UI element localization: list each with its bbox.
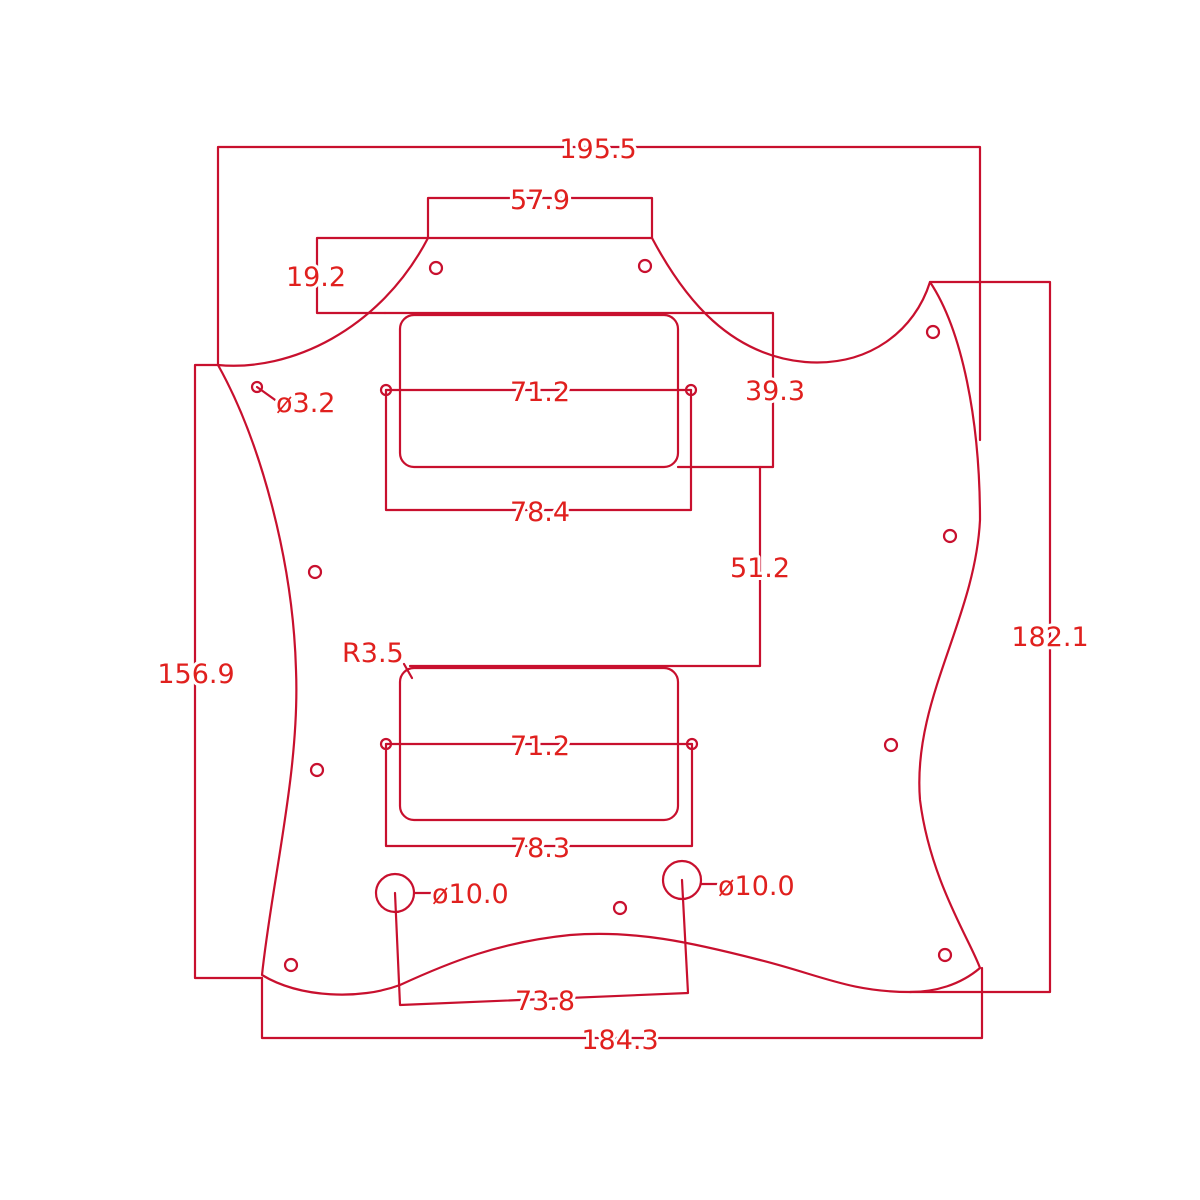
label-left-height: 156.9 — [157, 659, 234, 690]
screw-hole — [612, 900, 628, 916]
label-top-width: 57.9 — [510, 185, 570, 216]
dim-line-neck-width — [384, 388, 693, 512]
label-bridge-screw-spacing: 71.2 — [510, 731, 570, 762]
dim-line-neck-depth — [383, 311, 775, 469]
label-top-height: 19.2 — [286, 262, 346, 293]
label-pickup-spacing: 51.2 — [730, 553, 790, 584]
screw-hole — [637, 258, 653, 274]
screw-hole — [428, 260, 444, 276]
label-right-knob-diameter: ø10.0 — [718, 871, 795, 902]
label-knob-spacing: 73.8 — [515, 986, 575, 1017]
label-neck-screw-spacing: 71.2 — [510, 377, 570, 408]
dim-line-bridge-width — [384, 742, 694, 848]
label-corner-radius: R3.5 — [342, 638, 404, 669]
dim-line-right-height — [908, 280, 1052, 994]
dim-line-left-height — [193, 363, 264, 980]
dim-line-knob-spacing — [393, 878, 690, 1007]
dim-line-overall-width — [216, 145, 982, 442]
pickguard-outline — [216, 236, 982, 996]
screw-hole — [307, 564, 323, 580]
label-right-height: 182.1 — [1011, 622, 1088, 653]
dim-line-top-height — [315, 236, 430, 315]
screw-hole — [937, 947, 953, 963]
leader-mount-hole — [255, 385, 280, 404]
screw-hole — [925, 324, 941, 340]
dim-line-pickup-spacing — [408, 465, 762, 668]
dim-line-bottom-width — [260, 966, 984, 1040]
label-overall-width: 195.5 — [559, 134, 636, 165]
label-bottom-width: 184.3 — [581, 1025, 658, 1056]
leader-corner-radius — [402, 662, 414, 680]
screw-hole — [309, 762, 325, 778]
label-mount-hole-diameter: ø3.2 — [276, 388, 335, 419]
screw-hole — [942, 528, 958, 544]
label-left-knob-diameter: ø10.0 — [432, 879, 509, 910]
label-neck-width: 78.4 — [510, 497, 570, 528]
label-neck-depth: 39.3 — [745, 376, 805, 407]
label-bridge-width: 78.3 — [510, 833, 570, 864]
screw-hole — [283, 957, 299, 973]
screw-hole — [883, 737, 899, 753]
dim-line-top-width — [426, 196, 654, 240]
